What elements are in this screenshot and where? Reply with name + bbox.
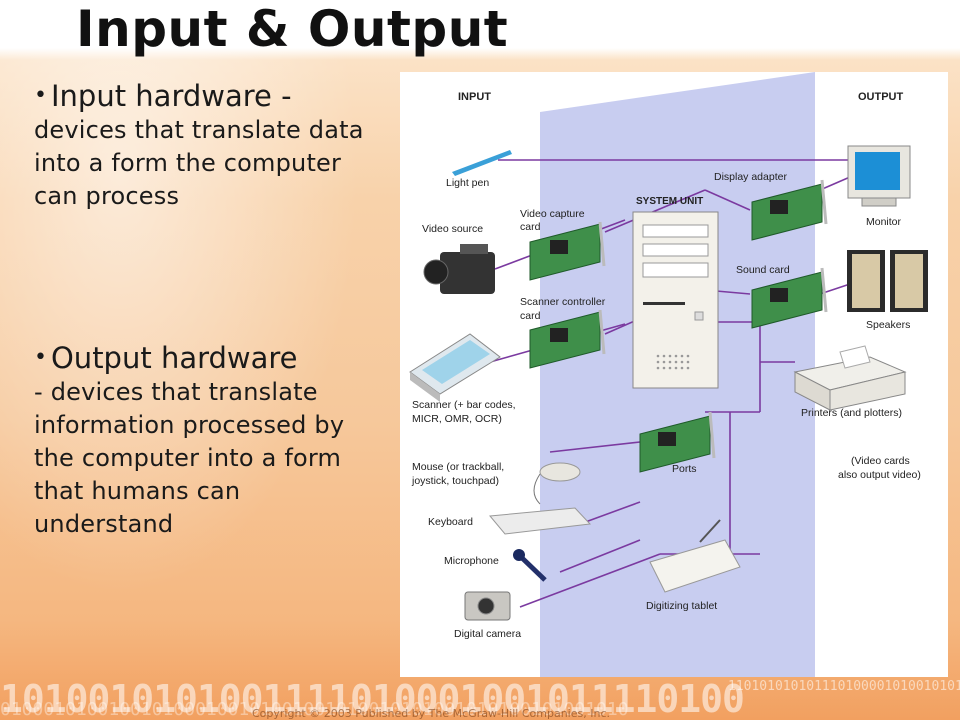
display-adapter-card bbox=[751, 179, 828, 241]
mouse-icon bbox=[533, 462, 581, 505]
label-display-adapter: Display adapter bbox=[714, 171, 787, 183]
bullet-heading: •Output hardware bbox=[34, 340, 379, 376]
label-video-capture-2: card bbox=[520, 221, 541, 233]
header-input: INPUT bbox=[458, 91, 491, 103]
scanner-icon bbox=[409, 333, 501, 402]
monitor-icon bbox=[847, 145, 911, 207]
label-mouse: Mouse (or trackball, bbox=[412, 461, 504, 473]
system-unit-tower bbox=[632, 211, 719, 389]
copyright-notice: Copyright © 2003 Published by The McGraw… bbox=[252, 707, 610, 720]
digitizing-tablet-icon bbox=[649, 519, 741, 593]
label-speakers: Speakers bbox=[866, 319, 910, 331]
bullet-dot: • bbox=[34, 345, 47, 370]
bullet-body-text: devices that translate data into a form … bbox=[34, 116, 364, 210]
binary-pattern-large: 1010010101001111010001001011110100 bbox=[0, 677, 745, 720]
binary-pattern-faint: 0100010100100101000100101001001010010101… bbox=[0, 699, 629, 720]
label-sound-card: Sound card bbox=[736, 264, 790, 276]
slide-title: Input & Output bbox=[76, 0, 509, 58]
digital-camera-icon bbox=[464, 591, 511, 621]
label-digitizing-tablet: Digitizing tablet bbox=[646, 600, 717, 612]
video-capture-card bbox=[529, 221, 606, 281]
bullet-heading-text: Output hardware bbox=[50, 341, 298, 375]
binary-pattern-small: 1101010101011101000010100101010100101 bbox=[728, 679, 960, 694]
label-monitor: Monitor bbox=[866, 216, 902, 228]
label-keyboard: Keyboard bbox=[428, 516, 473, 528]
label-printers: Printers (and plotters) bbox=[801, 407, 902, 419]
label-ports: Ports bbox=[672, 463, 697, 475]
microphone-icon bbox=[513, 549, 547, 582]
background-glow bbox=[0, 48, 400, 668]
keyboard-icon bbox=[489, 507, 592, 535]
label-video-cards-note: (Video cards bbox=[851, 455, 910, 467]
label-video-source: Video source bbox=[422, 223, 483, 235]
bullet-dot: • bbox=[34, 83, 47, 108]
video-camera-icon bbox=[423, 244, 495, 294]
label-light-pen: Light pen bbox=[446, 177, 489, 189]
label-video-cards-note-2: also output video) bbox=[838, 469, 921, 481]
bullet-input-hardware: •Input hardware - devices that translate… bbox=[34, 78, 379, 213]
label-scanner-2: MICR, OMR, OCR) bbox=[412, 413, 502, 425]
io-diagram-svg: INPUT OUTPUT SYSTEM UNIT bbox=[409, 72, 928, 677]
bullet-heading: •Input hardware - bbox=[34, 78, 379, 114]
label-mouse-2: joystick, touchpad) bbox=[411, 475, 499, 487]
printer-icon bbox=[793, 345, 907, 411]
sound-card bbox=[751, 267, 828, 329]
io-diagram: INPUT OUTPUT SYSTEM UNIT bbox=[400, 72, 948, 677]
scanner-controller-card bbox=[529, 309, 606, 369]
label-digital-camera: Digital camera bbox=[454, 628, 521, 640]
bullet-heading-text: Input hardware - bbox=[50, 79, 292, 113]
bullet-output-hardware: •Output hardware - devices that translat… bbox=[34, 340, 379, 541]
light-pen-icon bbox=[452, 150, 512, 176]
label-scanner-controller: Scanner controller bbox=[520, 296, 606, 308]
label-video-capture: Video capture bbox=[520, 208, 585, 220]
ports-card bbox=[639, 411, 716, 473]
header-output: OUTPUT bbox=[858, 91, 904, 103]
binary-decoration-band: 1010010101001111010001001011110100 11010… bbox=[0, 675, 960, 720]
bullet-body-text: - devices that translate information pro… bbox=[34, 378, 345, 538]
label-scanner: Scanner (+ bar codes, bbox=[412, 399, 516, 411]
system-unit-label: SYSTEM UNIT bbox=[636, 196, 703, 207]
label-microphone: Microphone bbox=[444, 555, 499, 567]
label-scanner-controller-2: card bbox=[520, 310, 541, 322]
speakers-icon bbox=[847, 250, 928, 312]
